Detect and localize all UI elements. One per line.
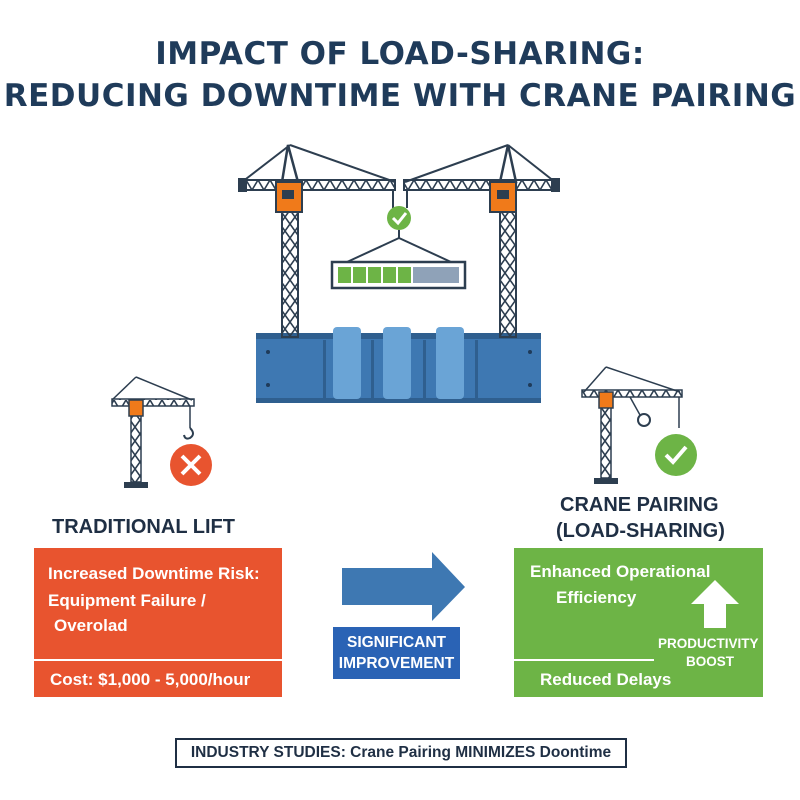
improvement-line-2: IMPROVEMENT <box>338 655 455 672</box>
title-line-1: IMPACT OF LOAD-SHARING: <box>155 36 645 72</box>
shared-load-icon <box>330 190 467 290</box>
reduced-delays-text: Reduced Delays <box>540 670 672 689</box>
downtime-risk-text: Increased Downtime Risk: <box>48 564 260 583</box>
traditional-lift-heading: TRADITIONAL LIFT <box>52 516 235 538</box>
improvement-line-1: SIGNIFICANT <box>346 634 447 651</box>
crane-pairing-panel: Enhanced Operational Efficiency PRODUCTI… <box>514 548 763 697</box>
panel-divider <box>514 659 654 661</box>
productivity-text: PRODUCTIVITY <box>658 636 759 651</box>
boost-text: BOOST <box>686 654 735 669</box>
title-line-2: REDUCING DOWNTIME WITH CRANE PAIRING <box>3 78 797 114</box>
left-tower-crane-icon <box>238 144 396 338</box>
industry-studies-footer: INDUSTRY STUDIES: Crane Pairing MINIMIZE… <box>175 738 627 768</box>
container-base-icon <box>256 327 541 403</box>
cost-text: Cost: $1,000 - 5,000/hour <box>50 670 251 689</box>
improvement-badge: SIGNIFICANT IMPROVEMENT <box>333 627 460 679</box>
pairing-crane-icon <box>581 366 683 484</box>
crane-pairing-heading-line-1: CRANE PAIRING <box>560 494 719 516</box>
operational-text: Enhanced Operational <box>530 562 711 581</box>
check-icon <box>655 434 697 476</box>
crane-pairing-heading-line-2: (LOAD-SHARING) <box>556 520 725 542</box>
efficiency-text: Efficiency <box>556 588 637 607</box>
overload-text: Overolad <box>54 616 128 635</box>
equipment-failure-text: Equipment Failure / <box>48 591 206 610</box>
panel-divider <box>34 659 282 661</box>
right-tower-crane-icon <box>403 144 560 338</box>
traditional-crane-icon <box>111 376 195 488</box>
traditional-lift-panel: Increased Downtime Risk: Equipment Failu… <box>34 548 282 697</box>
improvement-arrow-icon <box>342 552 465 621</box>
x-icon <box>170 444 212 486</box>
up-arrow-icon <box>691 580 739 628</box>
